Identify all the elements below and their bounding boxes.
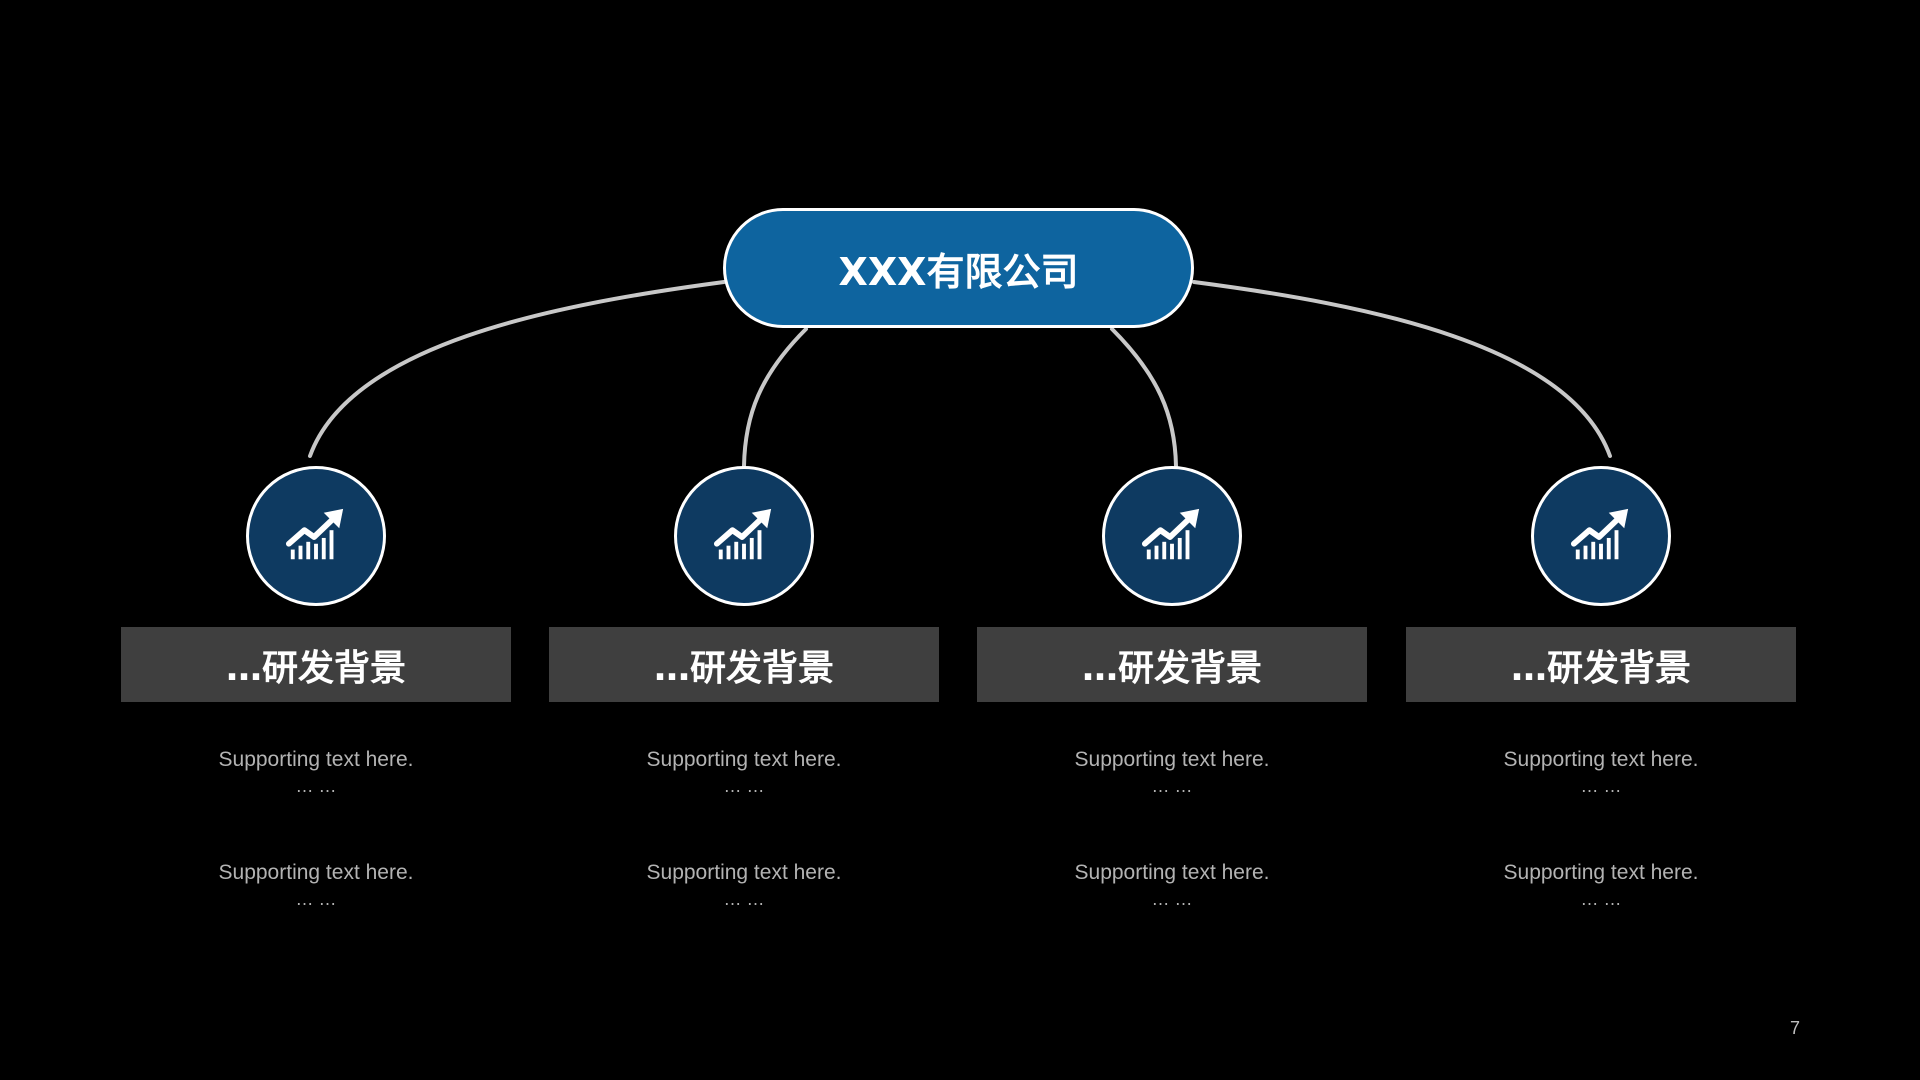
supporting-text: Supporting text here. <box>646 861 842 884</box>
connector-line-2 <box>742 327 808 468</box>
growth-chart-icon <box>285 508 344 560</box>
branch-label: …研发背景 <box>653 647 834 689</box>
supporting-ellipsis: … … <box>1151 776 1193 796</box>
supporting-ellipsis: … … <box>1580 776 1622 796</box>
supporting-text: Supporting text here. <box>646 748 842 771</box>
icon-circle <box>1102 466 1242 606</box>
supporting-text-block: Supporting text here. … … <box>121 745 511 798</box>
supporting-text: Supporting text here. <box>218 748 414 771</box>
growth-chart-icon <box>713 508 772 560</box>
branch-label: …研发背景 <box>1081 647 1262 689</box>
supporting-ellipsis: … … <box>1151 889 1193 909</box>
branch-label-box: …研发背景 <box>549 627 939 702</box>
icon-circle <box>674 466 814 606</box>
page-number: 7 <box>1789 1018 1800 1038</box>
connector-line-3 <box>1110 327 1178 468</box>
icon-circle <box>1531 466 1671 606</box>
supporting-text: Supporting text here. <box>1503 861 1699 884</box>
supporting-ellipsis: … … <box>723 776 765 796</box>
connector-line-4 <box>1192 280 1612 458</box>
supporting-ellipsis: … … <box>723 889 765 909</box>
supporting-text: Supporting text here. <box>1074 861 1270 884</box>
root-title: XXX有限公司 <box>838 249 1079 294</box>
supporting-text-block: Supporting text here. … … <box>549 745 939 798</box>
growth-chart-icon <box>1570 508 1629 560</box>
branch-label-box: …研发背景 <box>1406 627 1796 702</box>
growth-chart-icon <box>1141 508 1200 560</box>
connector-line-1 <box>308 280 726 458</box>
root-node: XXX有限公司 <box>723 208 1194 328</box>
supporting-text-block: Supporting text here. … … <box>549 858 939 911</box>
supporting-text-block: Supporting text here. … … <box>1406 745 1796 798</box>
supporting-text: Supporting text here. <box>1503 748 1699 771</box>
supporting-text-block: Supporting text here. … … <box>121 858 511 911</box>
supporting-ellipsis: … … <box>295 889 337 909</box>
branch-label-box: …研发背景 <box>977 627 1367 702</box>
branch-label: …研发背景 <box>225 647 406 689</box>
supporting-text-block: Supporting text here. … … <box>977 745 1367 798</box>
supporting-ellipsis: … … <box>295 776 337 796</box>
supporting-text-block: Supporting text here. … … <box>1406 858 1796 911</box>
supporting-text-block: Supporting text here. … … <box>977 858 1367 911</box>
branch-label-box: …研发背景 <box>121 627 511 702</box>
supporting-text: Supporting text here. <box>218 861 414 884</box>
supporting-ellipsis: … … <box>1580 889 1622 909</box>
supporting-text: Supporting text here. <box>1074 748 1270 771</box>
branch-label: …研发背景 <box>1510 647 1691 689</box>
icon-circle <box>246 466 386 606</box>
